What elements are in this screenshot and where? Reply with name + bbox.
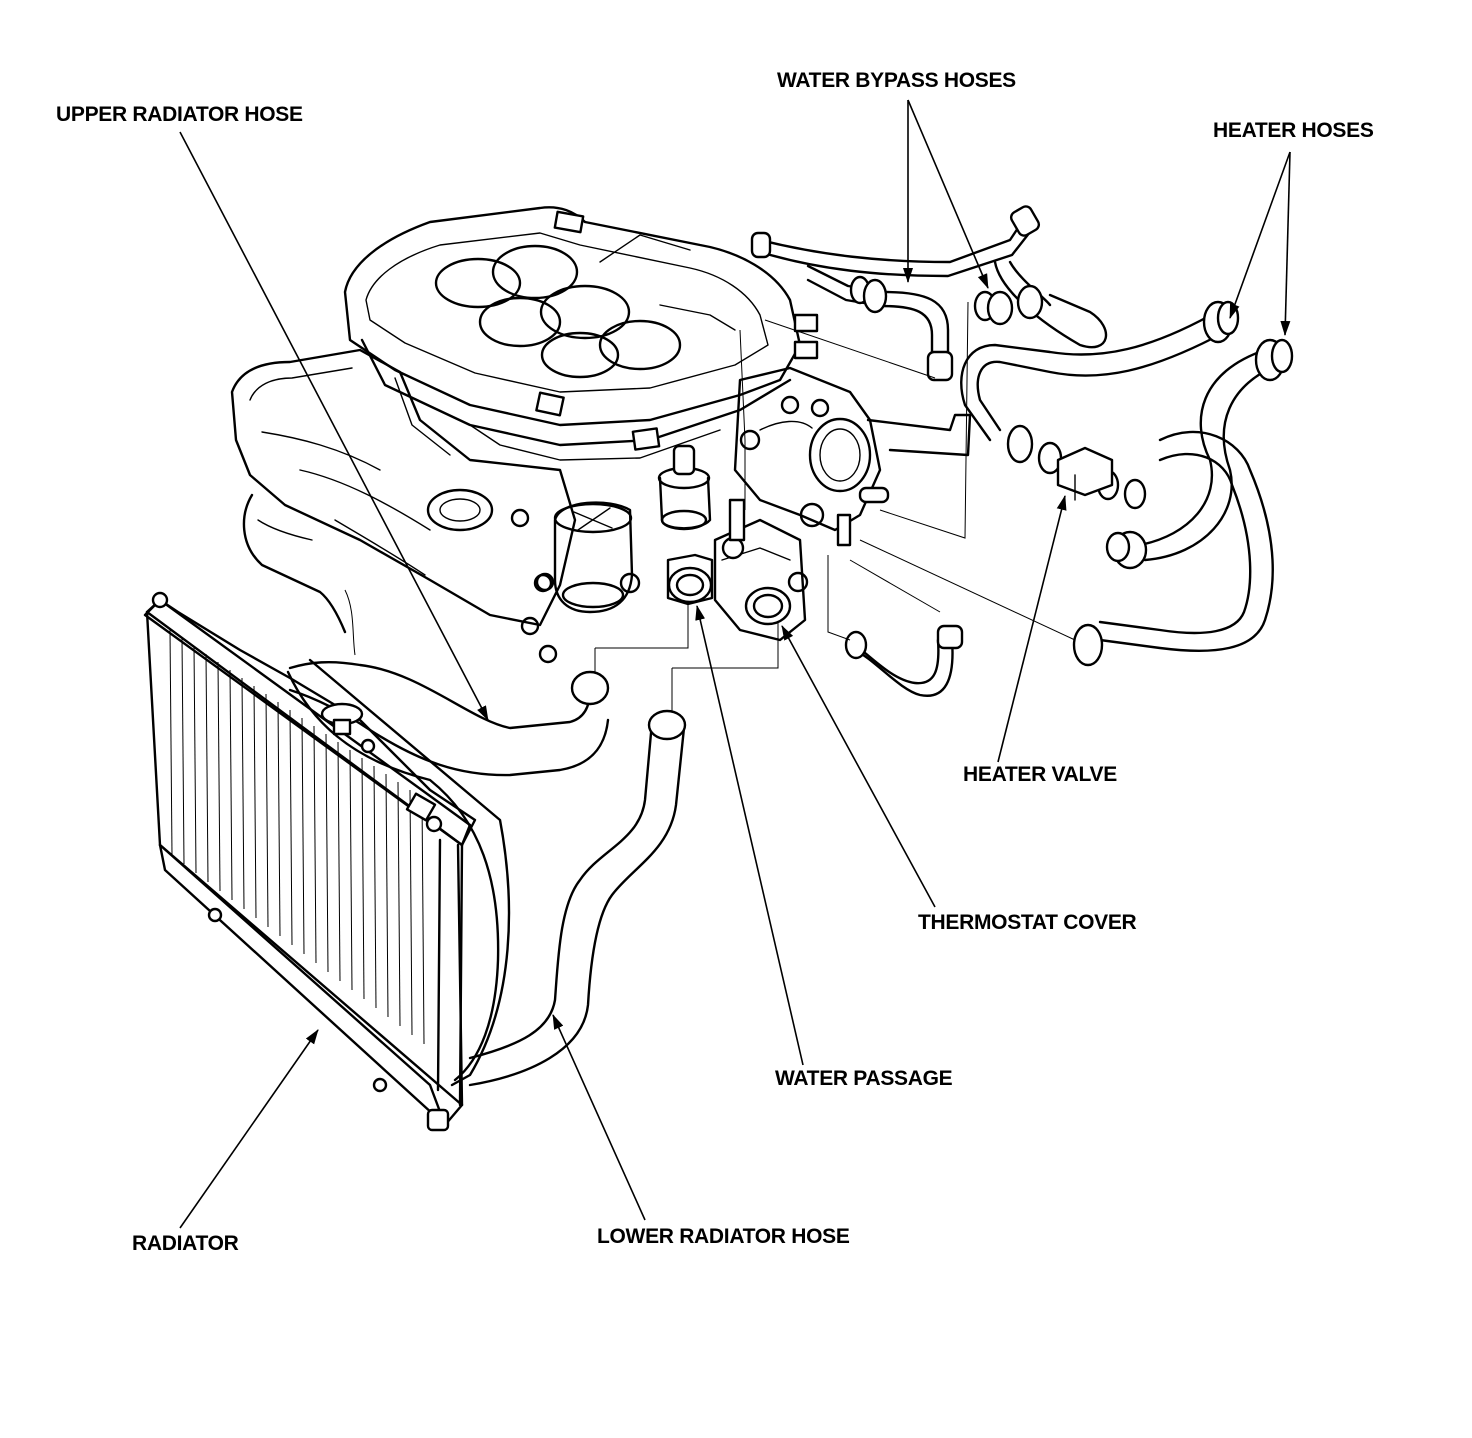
heater-hoses xyxy=(960,300,1294,667)
leader-heater-hose-a xyxy=(1229,151,1291,319)
leader-heater-hose-b xyxy=(1280,151,1291,336)
lower-radiator-hose xyxy=(468,709,687,1087)
label-water-passage: WATER PASSAGE xyxy=(775,1067,953,1090)
callout-leader-lines xyxy=(179,99,1291,1229)
label-upper-radiator-hose: UPPER RADIATOR HOSE xyxy=(56,103,303,126)
label-radiator: RADIATOR xyxy=(132,1232,239,1255)
water-bypass-hoses xyxy=(750,205,1108,382)
idle-control-valve xyxy=(657,444,712,531)
leader-heater-valve xyxy=(997,495,1067,763)
leader-water-bypass-b xyxy=(907,99,989,289)
leader-lower-radiator-hose xyxy=(552,1014,646,1221)
label-lower-radiator-hose: LOWER RADIATOR HOSE xyxy=(597,1225,850,1248)
water-passage xyxy=(666,553,714,606)
heater-valve xyxy=(1056,446,1114,501)
leader-water-passage xyxy=(695,605,804,1066)
small-bypass-hose xyxy=(844,624,964,697)
label-thermostat-cover: THERMOSTAT COVER xyxy=(918,911,1137,934)
label-water-bypass-hoses: WATER BYPASS HOSES xyxy=(777,69,1016,92)
leader-radiator xyxy=(179,1029,319,1229)
throttle-body xyxy=(733,366,972,547)
thermostat-cover xyxy=(744,586,792,626)
radiator-core-fins xyxy=(169,629,425,1045)
engine-block xyxy=(230,206,819,664)
label-heater-valve: HEATER VALVE xyxy=(963,763,1117,786)
label-heater-hoses: HEATER HOSES xyxy=(1213,119,1374,142)
radiator xyxy=(143,591,511,1132)
leader-thermostat-cover xyxy=(781,625,936,908)
egr-valve xyxy=(533,501,641,614)
leader-upper-radiator-hose xyxy=(179,131,489,721)
